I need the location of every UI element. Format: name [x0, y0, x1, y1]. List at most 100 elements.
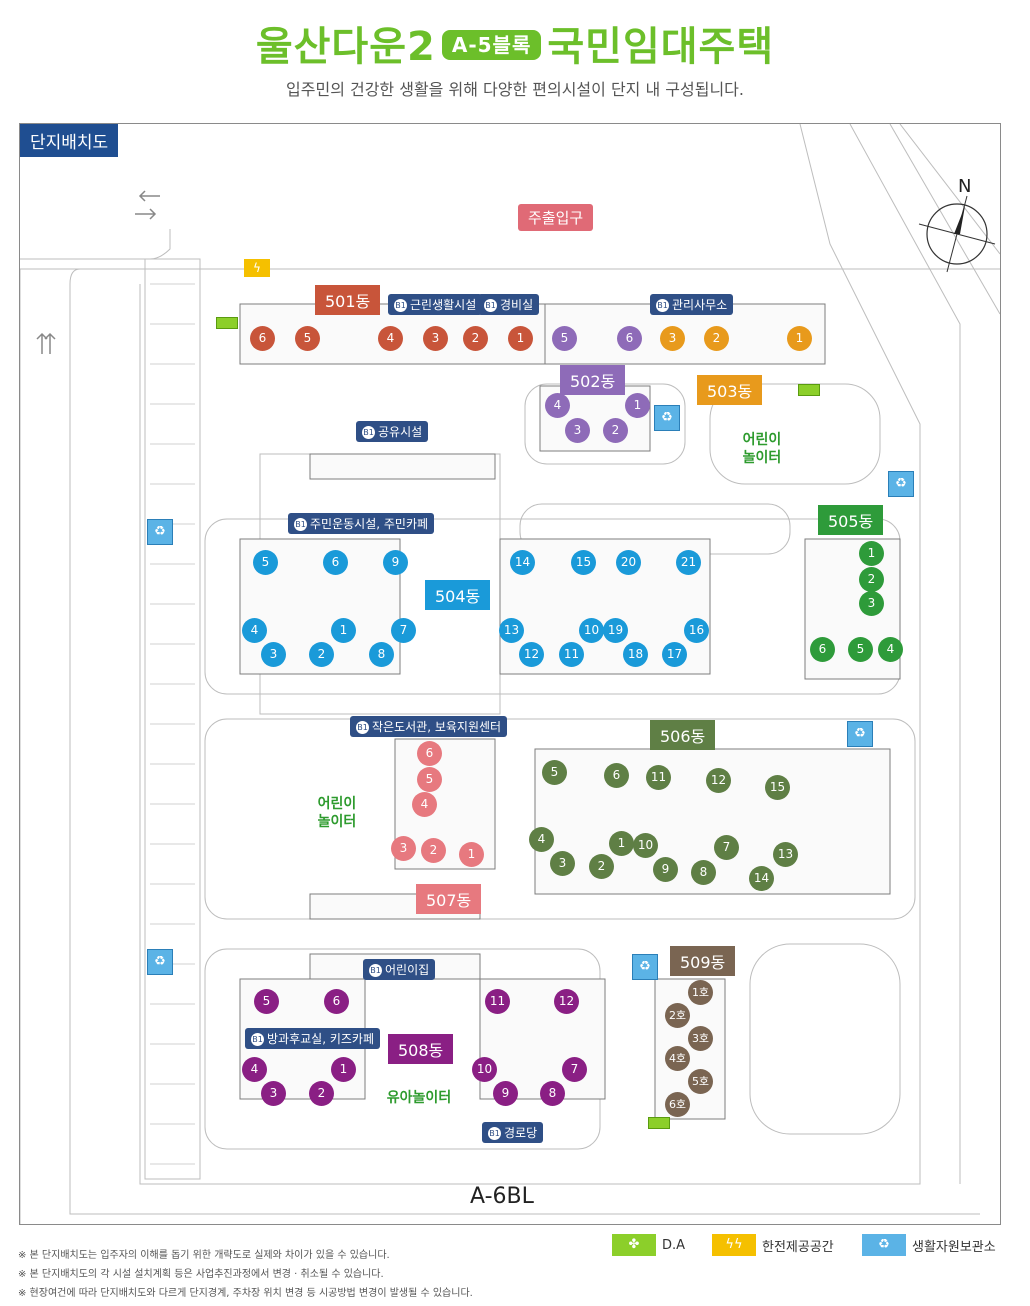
- unit-marker: 12: [519, 642, 544, 667]
- unit-marker: 16: [684, 618, 709, 643]
- unit-marker: 2: [859, 567, 884, 592]
- unit-marker: 10: [579, 618, 604, 643]
- unit-marker: 3호: [688, 1026, 713, 1051]
- unit-marker: 1: [508, 326, 533, 351]
- main-entrance-label: 주출입구: [518, 204, 594, 231]
- recycle-icon: ♻: [862, 1234, 906, 1256]
- legend-recycle: ♻생활자원보관소: [862, 1233, 996, 1257]
- unit-marker: 2: [309, 1081, 334, 1106]
- lightning-icon: ϟϟ: [712, 1234, 756, 1256]
- unit-marker: 9: [383, 550, 408, 575]
- unit-marker: 1: [459, 842, 484, 867]
- building-505-label: 505동: [818, 505, 884, 535]
- site-plan-drawing: [20, 124, 1000, 1224]
- footnote: ※ 현장여건에 따라 단지배치도와 다르게 단지경계, 주차장 위치 변경 등 …: [18, 1288, 473, 1299]
- legend-da: ✤D.A: [612, 1233, 685, 1257]
- unit-marker: 18: [623, 642, 648, 667]
- map-title: 단지배치도: [20, 124, 119, 157]
- unit-marker: 3: [660, 326, 685, 351]
- unit-marker: 2: [704, 326, 729, 351]
- unit-marker: 2: [309, 642, 334, 667]
- unit-marker: 11: [646, 765, 671, 790]
- unit-marker: 5: [552, 326, 577, 351]
- recycle-icon: ♻: [654, 405, 680, 431]
- unit-marker: 6호: [665, 1092, 690, 1117]
- unit-marker: 20: [616, 550, 641, 575]
- fan-icon: [648, 1117, 670, 1129]
- unit-marker: 12: [706, 768, 731, 793]
- unit-marker: 5: [254, 989, 279, 1014]
- unit-marker: 6: [810, 637, 835, 662]
- unit-marker: 5: [417, 767, 442, 792]
- recycle-icon: ♻: [847, 721, 873, 747]
- fan-icon: [798, 384, 820, 396]
- adjacent-block-label: A-6BL: [470, 1184, 534, 1209]
- unit-marker: 9: [493, 1081, 518, 1106]
- unit-marker: 3: [261, 1081, 286, 1106]
- building-507-label: 507동: [416, 884, 482, 914]
- unit-marker: 1: [859, 541, 884, 566]
- building-504-label: 504동: [425, 580, 491, 610]
- footnotes: ※ 본 단지배치도는 입주자의 이해를 돕기 위한 개략도로 실제와 차이가 있…: [18, 1246, 473, 1303]
- building-506-label: 506동: [650, 720, 716, 750]
- unit-marker: 12: [554, 989, 579, 1014]
- unit-marker: 4: [412, 792, 437, 817]
- unit-marker: 5: [253, 550, 278, 575]
- playground-label-west: 어린이 놀이터: [317, 796, 357, 830]
- unit-marker: 4: [878, 637, 903, 662]
- building-509-label: 509동: [670, 946, 736, 976]
- unit-marker: 2: [589, 854, 614, 879]
- unit-marker: 5: [295, 326, 320, 351]
- unit-marker: 4: [545, 393, 570, 418]
- unit-marker: 2: [421, 838, 446, 863]
- unit-marker: 3: [391, 836, 416, 861]
- unit-marker: 6: [617, 326, 642, 351]
- unit-marker: 8: [369, 642, 394, 667]
- unit-marker: 11: [485, 989, 510, 1014]
- title-suffix: 국민임대주택: [547, 24, 775, 70]
- unit-marker: 3: [565, 418, 590, 443]
- unit-marker: 5호: [688, 1069, 713, 1094]
- unit-marker: 8: [691, 860, 716, 885]
- unit-marker: 1: [609, 831, 634, 856]
- building-501-label: 501동: [315, 285, 381, 315]
- unit-marker: 13: [773, 842, 798, 867]
- unit-marker: 14: [510, 550, 535, 575]
- unit-marker: 19: [603, 618, 628, 643]
- page-subtitle: 입주민의 건강한 생활을 위해 다양한 편의시설이 단지 내 구성됩니다.: [286, 80, 744, 99]
- footnote: ※ 본 단지배치도의 각 시설 설치계획 등은 사업추진과정에서 변경 · 취소…: [18, 1269, 384, 1280]
- unit-marker: 17: [662, 642, 687, 667]
- unit-marker: 6: [604, 763, 629, 788]
- playground-label-north: 어린이 놀이터: [742, 432, 782, 466]
- fan-icon: [216, 317, 238, 329]
- unit-marker: 3: [859, 591, 884, 616]
- unit-marker: 1: [787, 326, 812, 351]
- unit-marker: 4: [242, 618, 267, 643]
- compass: [918, 195, 996, 273]
- building-508-label: 508동: [388, 1034, 454, 1064]
- unit-marker: 13: [499, 618, 524, 643]
- unit-marker: 15: [765, 775, 790, 800]
- unit-marker: 1: [331, 618, 356, 643]
- unit-marker: 5: [848, 637, 873, 662]
- unit-marker: 7: [714, 835, 739, 860]
- unit-marker: 3: [261, 642, 286, 667]
- unit-marker: 7: [562, 1057, 587, 1082]
- building-502-label: 502동: [560, 365, 626, 395]
- unit-marker: 10: [472, 1057, 497, 1082]
- unit-marker: 6: [324, 989, 349, 1014]
- title-block-chip: A-5블록: [441, 30, 542, 60]
- unit-marker: 3: [423, 326, 448, 351]
- unit-marker: 6: [417, 741, 442, 766]
- unit-marker: 21: [676, 550, 701, 575]
- unit-marker: 6: [250, 326, 275, 351]
